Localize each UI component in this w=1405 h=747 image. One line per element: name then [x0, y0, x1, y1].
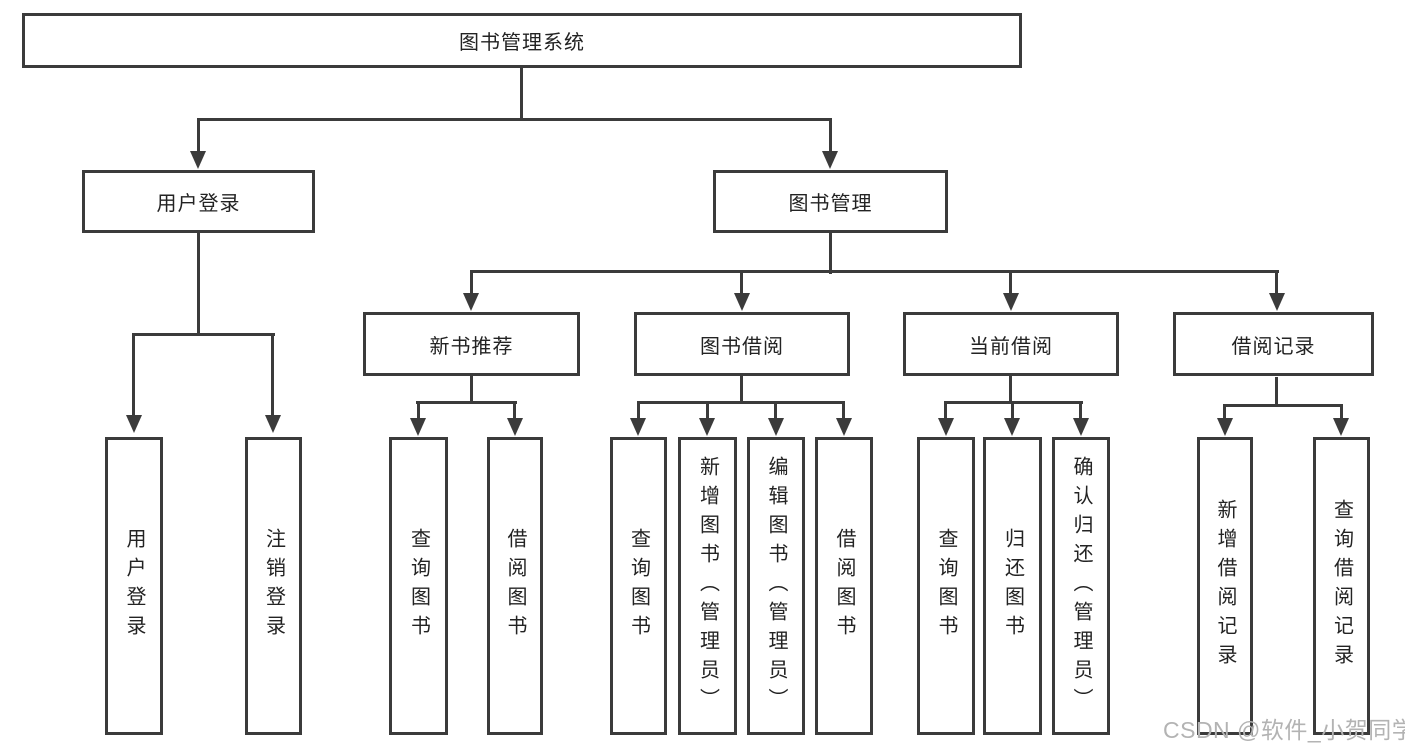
arrow-down-icon: [822, 151, 838, 169]
connector-line: [740, 376, 743, 404]
node-current-borrowing: 当前借阅: [903, 312, 1119, 376]
leaf-confirm-return-admin: 确认归还（管理员）: [1052, 437, 1110, 735]
csdn-watermark: CSDN @软件_小贺同学: [1163, 717, 1405, 743]
arrow-down-icon: [1217, 418, 1233, 436]
connector-line: [132, 333, 275, 336]
connector-line: [197, 233, 200, 336]
connector-line: [416, 401, 517, 404]
leaf-query-books-borrowing: 查询图书: [610, 437, 667, 735]
leaf-logout: 注销登录: [245, 437, 302, 735]
node-label: 用户登录: [156, 193, 241, 215]
arrow-down-icon: [1269, 293, 1285, 311]
connector-line: [1223, 404, 1226, 419]
leaf-edit-book-admin: 编辑图书（管理员）: [747, 437, 805, 735]
node-label: 查询图书: [627, 528, 650, 644]
arrow-down-icon: [630, 418, 646, 436]
arrow-down-icon: [1004, 418, 1020, 436]
connector-line: [470, 270, 1279, 273]
node-user-login: 用户登录: [82, 170, 315, 233]
arrow-down-icon: [190, 151, 206, 169]
node-label: 新增图书（管理员）: [696, 455, 719, 717]
node-new-book-recommendation: 新书推荐: [363, 312, 580, 376]
node-label: 借阅图书: [504, 528, 526, 644]
connector-line: [944, 401, 947, 419]
node-label: 新书推荐: [429, 335, 514, 358]
connector-line: [774, 401, 777, 419]
arrow-down-icon: [699, 418, 715, 436]
arrow-down-icon: [836, 418, 852, 436]
connector-line: [417, 401, 420, 419]
node-label: 查询图书: [935, 528, 957, 644]
node-label: 图书管理: [788, 193, 873, 215]
arrow-down-icon: [1073, 418, 1089, 436]
connector-line: [520, 68, 523, 120]
node-label: 借阅记录: [1231, 335, 1316, 358]
node-book-borrowing: 图书借阅: [634, 312, 850, 376]
node-label: 注销登录: [262, 528, 285, 644]
arrow-down-icon: [507, 418, 523, 436]
leaf-borrow-books-borrowing: 借阅图书: [815, 437, 873, 735]
arrow-down-icon: [265, 415, 281, 433]
leaf-return-book: 归还图书: [983, 437, 1042, 735]
arrow-down-icon: [938, 418, 954, 436]
arrow-down-icon: [1333, 418, 1349, 436]
connector-line: [829, 118, 832, 152]
node-library-management-system: 图书管理系统: [22, 13, 1022, 68]
connector-line: [1340, 404, 1343, 419]
connector-line: [470, 376, 473, 404]
leaf-add-book-admin: 新增图书（管理员）: [678, 437, 737, 735]
arrow-down-icon: [463, 293, 479, 311]
connector-line: [842, 401, 845, 419]
connector-line: [470, 270, 473, 295]
arrow-down-icon: [1003, 293, 1019, 311]
node-borrowing-records: 借阅记录: [1173, 312, 1374, 376]
node-label: 图书借阅: [700, 335, 784, 358]
node-label: 编辑图书（管理员）: [765, 455, 787, 717]
connector-line: [513, 401, 516, 419]
leaf-borrow-books-recommend: 借阅图书: [487, 437, 543, 735]
connector-line: [1275, 377, 1278, 407]
connector-line: [706, 401, 709, 419]
connector-line: [197, 118, 200, 152]
connector-line: [132, 333, 135, 416]
leaf-query-borrow-record: 查询借阅记录: [1313, 437, 1370, 735]
connector-line: [637, 401, 845, 404]
connector-line: [1009, 376, 1012, 404]
node-label: 查询图书: [407, 528, 430, 644]
node-label: 归还图书: [1001, 528, 1024, 644]
node-label: 查询借阅记录: [1330, 499, 1353, 673]
node-label: 图书管理系统: [459, 32, 585, 54]
connector-line: [829, 233, 832, 274]
leaf-query-books-recommend: 查询图书: [389, 437, 448, 735]
node-label: 当前借阅: [969, 335, 1053, 358]
connector-line: [197, 118, 831, 121]
connector-line: [1011, 401, 1014, 419]
node-label: 用户登录: [123, 528, 145, 644]
connector-line: [740, 270, 743, 295]
connector-line: [271, 333, 274, 416]
arrow-down-icon: [410, 418, 426, 436]
connector-line: [637, 401, 640, 419]
node-label: 新增借阅记录: [1214, 499, 1236, 673]
arrow-down-icon: [126, 415, 142, 433]
leaf-query-books-current: 查询图书: [917, 437, 975, 735]
leaf-add-borrow-record: 新增借阅记录: [1197, 437, 1253, 735]
connector-line: [1079, 401, 1082, 419]
node-book-management: 图书管理: [713, 170, 948, 233]
connector-line: [1275, 270, 1278, 295]
node-label: 借阅图书: [833, 528, 855, 644]
node-label: 确认归还（管理员）: [1070, 455, 1092, 717]
connector-line: [1009, 270, 1012, 295]
leaf-user-login: 用户登录: [105, 437, 163, 735]
connector-line: [1223, 404, 1342, 407]
arrow-down-icon: [768, 418, 784, 436]
arrow-down-icon: [734, 293, 750, 311]
